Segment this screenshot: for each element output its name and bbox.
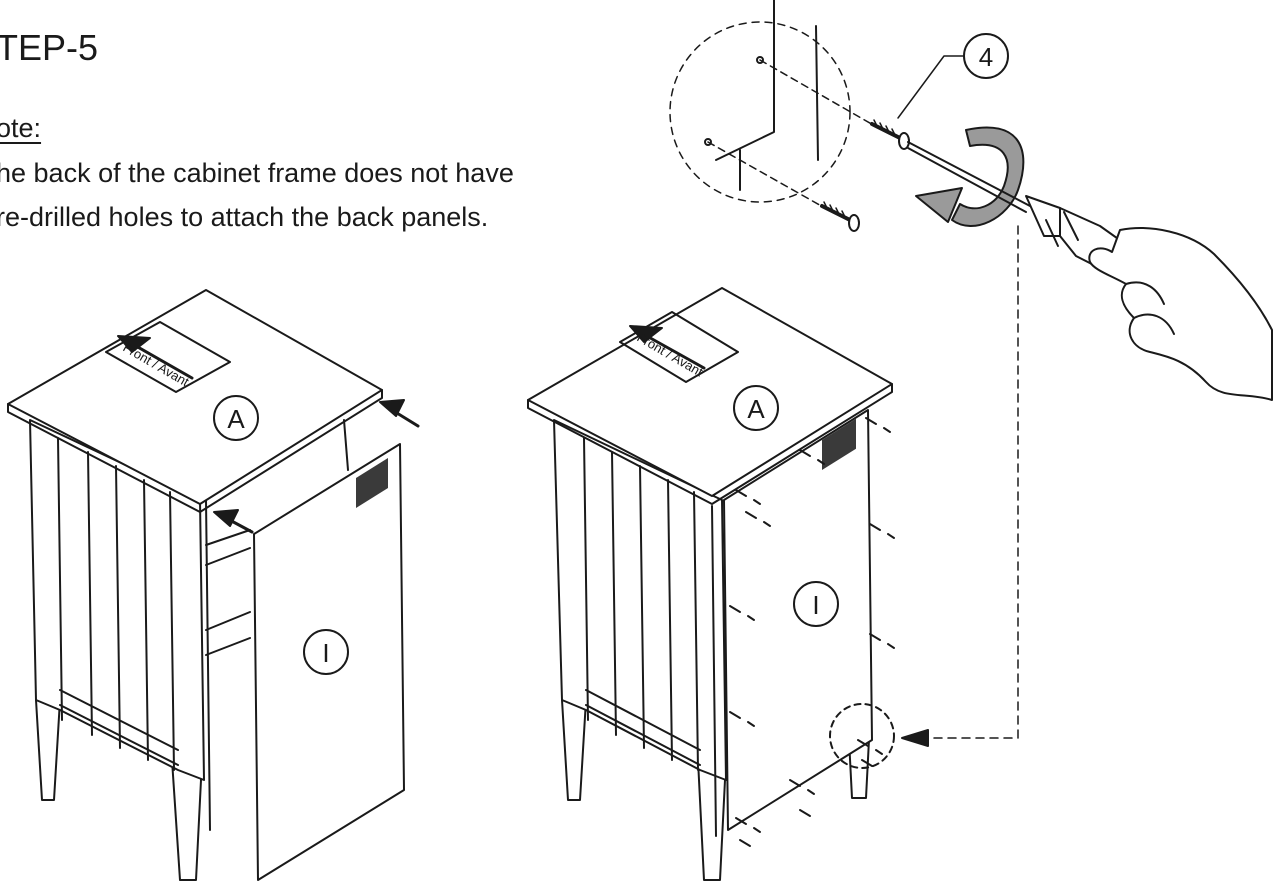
right-cabinet-top-edge: [527, 383, 893, 505]
zoom-frame-edge: [715, 0, 819, 191]
right-front-label-box: [619, 311, 739, 383]
detail-leader-line: [905, 221, 1019, 739]
left-callout-a: A: [227, 404, 245, 434]
screw-lower: [820, 201, 860, 232]
zoom-hole: [704, 138, 712, 146]
note-line-1: he back of the cabinet frame does not ha…: [0, 158, 514, 188]
zoom-hole: [756, 56, 764, 64]
left-insert-arrowhead-mid: [213, 509, 239, 527]
right-cabinet-slat: [693, 491, 699, 771]
screw-upper: [870, 119, 910, 150]
left-cabinet-slat: [57, 437, 63, 721]
left-insert-arrowhead-top: [379, 399, 405, 417]
left-cabinet-back-post: [205, 419, 349, 831]
right-cabinet-slat: [611, 451, 617, 736]
right-cabinet-leg: [561, 699, 587, 801]
note-line-2: re-drilled holes to attach the back pane…: [0, 202, 489, 232]
left-cabinet-slat: [115, 465, 121, 749]
right-panel-label-square: [822, 418, 856, 470]
note-label: ote:: [0, 113, 42, 143]
right-cabinet-side-frame: [553, 419, 727, 781]
right-callout-i-circle: [793, 581, 839, 627]
right-cabinet-slat: [583, 437, 589, 721]
left-front-arrowhead: [117, 335, 151, 353]
left-cabinet-leg: [35, 699, 61, 801]
screw-callout-number: 4: [979, 42, 993, 72]
hand: [1088, 227, 1273, 401]
left-cabinet-top-edge: [7, 389, 383, 513]
right-back-panel: [723, 409, 873, 831]
left-front-label-box: [105, 321, 231, 393]
left-cabinet-slat: [169, 491, 175, 771]
left-cabinet-stretcher: [59, 689, 179, 766]
left-cabinet-slat: [87, 451, 93, 736]
left-callout-a-circle: [213, 395, 259, 441]
left-callout-i: I: [322, 638, 329, 668]
right-detail-circle: [829, 703, 895, 769]
hand-finger-line: [1125, 281, 1175, 335]
right-callout-a: A: [747, 394, 765, 424]
right-cabinet-stretcher: [585, 689, 701, 766]
right-callout-i: I: [812, 590, 819, 620]
right-back-post: [711, 505, 717, 837]
right-cabinet: [527, 221, 1019, 881]
left-cabinet-rail: [205, 529, 251, 656]
left-cabinet-slat: [143, 479, 149, 761]
left-panel-label-square: [356, 458, 388, 508]
right-cabinet-slat: [667, 479, 673, 761]
rotation-arrowhead: [915, 187, 963, 223]
zoom-guide-line: [759, 59, 883, 131]
screw-callout-leader: [897, 55, 965, 119]
left-callout-i-circle: [303, 629, 349, 675]
step-title: TEP-5: [0, 27, 99, 68]
zoom-guide-line: [707, 141, 833, 213]
right-front-arrowhead: [629, 325, 663, 343]
right-panel-screws: [729, 417, 895, 847]
right-cabinet-slat: [639, 465, 645, 749]
detail-leader-arrowhead: [901, 729, 929, 747]
zoom-circle: [669, 21, 851, 203]
left-cabinet: [7, 289, 420, 881]
right-callout-a-circle: [733, 385, 779, 431]
zoom-detail: [669, 0, 1273, 401]
